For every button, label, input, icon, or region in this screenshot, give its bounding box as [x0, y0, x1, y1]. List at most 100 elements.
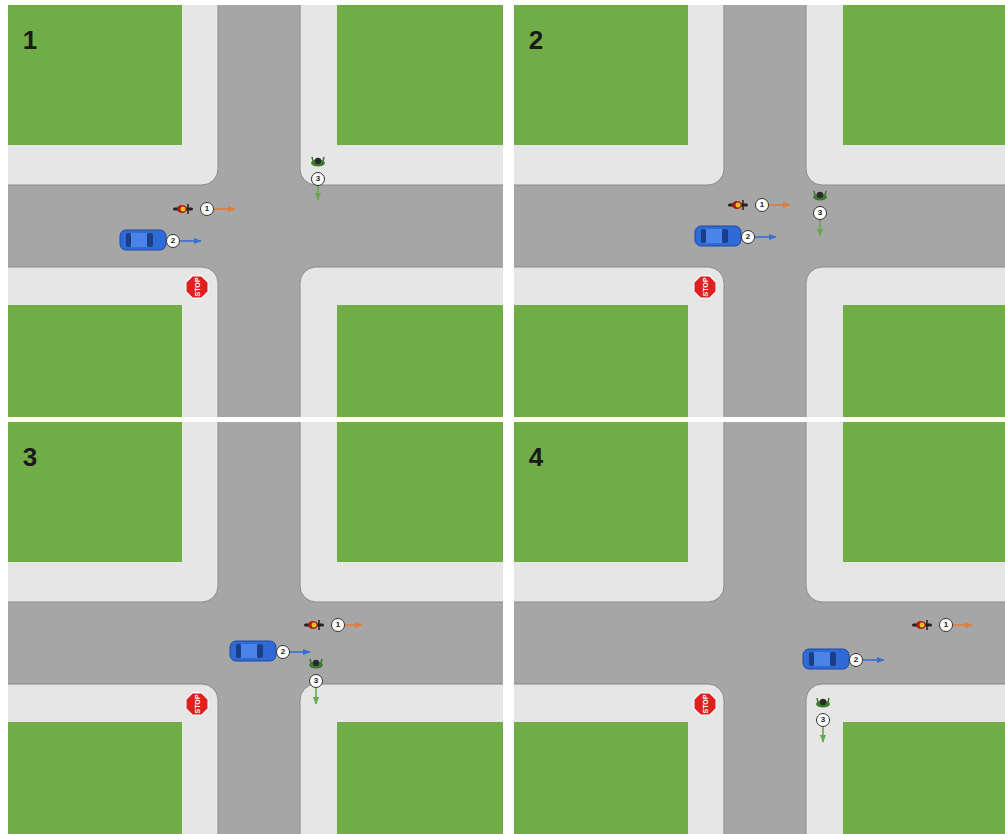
sidewalk [300, 267, 503, 417]
sidewalk [514, 684, 724, 834]
callout-circle [332, 619, 345, 632]
sidewalk [806, 267, 1005, 417]
stop-sign [186, 276, 208, 298]
road-scene [514, 422, 1005, 834]
grass [337, 722, 503, 834]
callout-number: 2 [281, 648, 285, 656]
stop-sign-text: STOP [194, 278, 201, 297]
sidewalk [8, 5, 218, 185]
sidewalk [8, 267, 218, 417]
stop-sign-text: STOP [702, 695, 709, 714]
motorcycle-arrow [345, 624, 362, 626]
grass [843, 305, 1005, 417]
motorcycle-arrow [953, 624, 972, 626]
grass [337, 5, 503, 145]
grass [514, 422, 688, 562]
grass [514, 5, 688, 145]
grass [843, 722, 1005, 834]
sidewalk [8, 422, 218, 602]
car [230, 641, 276, 661]
intersection-panel [0, 0, 540, 467]
motorcycle-arrow [769, 204, 790, 206]
panel-number: 3 [23, 444, 37, 470]
asphalt [8, 422, 503, 834]
callout-number: 3 [314, 677, 318, 685]
callout-number: 1 [205, 205, 209, 213]
road-scene [514, 5, 1005, 417]
stop-sign [694, 276, 716, 298]
sidewalk [300, 5, 503, 185]
grass [337, 422, 503, 562]
road-scene [8, 422, 503, 834]
grass [843, 5, 1005, 145]
grass [337, 305, 503, 417]
callout-circle [277, 646, 290, 659]
callout-circle [312, 173, 325, 186]
pedestrian-arrow [317, 186, 319, 200]
sidewalk [514, 267, 724, 417]
motorcycle [912, 620, 932, 630]
callout-circle [817, 714, 830, 727]
callout-circle [167, 235, 180, 248]
car-arrow [290, 651, 310, 653]
motorcycle [728, 200, 748, 210]
road-scene [8, 5, 503, 417]
motorcycle [173, 204, 193, 214]
pedestrian [816, 698, 830, 708]
sidewalk [8, 684, 218, 834]
callout-circle [940, 619, 953, 632]
panel-number: 1 [23, 27, 37, 53]
asphalt [514, 422, 1005, 834]
pedestrian [311, 157, 325, 167]
callout-circle [850, 654, 863, 667]
car [803, 649, 849, 669]
sidewalk [806, 5, 1005, 185]
callout-number: 3 [821, 716, 825, 724]
callout-circle [742, 231, 755, 244]
callout-number: 2 [171, 237, 175, 245]
stop-sign [186, 693, 208, 715]
pedestrian-arrow [315, 688, 317, 704]
sidewalk [300, 684, 503, 834]
sidewalk [806, 684, 1005, 834]
sidewalk [300, 422, 503, 602]
callout-number: 1 [944, 621, 948, 629]
intersection-panel [484, 0, 1005, 467]
asphalt [514, 5, 1005, 417]
callout-number: 2 [746, 233, 750, 241]
pedestrian [813, 191, 827, 201]
panel-number: 2 [529, 27, 543, 53]
pedestrian-arrow [822, 727, 824, 742]
grass [514, 305, 688, 417]
intersection-panel [484, 392, 1005, 834]
callout-circle [756, 199, 769, 212]
pedestrian [309, 659, 323, 669]
panel-number: 4 [529, 444, 543, 470]
intersection-panel [0, 392, 540, 834]
sidewalk [514, 422, 724, 602]
car-arrow [863, 659, 884, 661]
callout-number: 3 [316, 175, 320, 183]
callout-circle [814, 207, 827, 220]
grass [843, 422, 1005, 562]
car [695, 226, 741, 246]
grass [514, 722, 688, 834]
callout-circle [201, 203, 214, 216]
callout-number: 1 [760, 201, 764, 209]
grass [8, 722, 182, 834]
car [120, 230, 166, 250]
sidewalk [806, 422, 1005, 602]
stop-sign [694, 693, 716, 715]
grass [8, 305, 182, 417]
pedestrian-arrow [819, 220, 821, 236]
car-arrow [755, 236, 776, 238]
callout-circle [310, 675, 323, 688]
car-arrow [180, 240, 201, 242]
stop-sign-text: STOP [702, 278, 709, 297]
stop-sign-text: STOP [194, 695, 201, 714]
motorcycle [304, 620, 324, 630]
callout-number: 1 [336, 621, 340, 629]
sidewalk [514, 5, 724, 185]
